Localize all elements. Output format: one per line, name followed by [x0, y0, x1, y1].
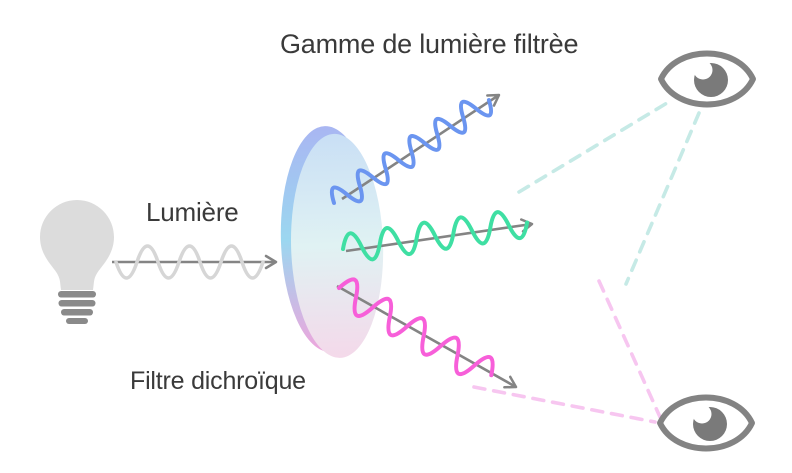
magenta-filtered-arrow: [336, 277, 518, 389]
dichroic-filter-disc: [280, 126, 384, 358]
light-source-label: Lumière: [146, 197, 239, 227]
bulb-base-stripe: [58, 291, 96, 298]
green-arrow-shaft: [345, 218, 534, 253]
eye-icon-top: [661, 54, 753, 105]
bulb-base-stripe: [58, 300, 96, 307]
pink-sightline-lower: [472, 385, 657, 424]
blue-filtered-arrow: [329, 93, 501, 205]
bulb-glass: [40, 200, 114, 290]
figure-title: Gamme de lumière filtrèe: [280, 29, 579, 59]
pink-sightline-upper: [597, 279, 662, 419]
bulb-base-stripe: [66, 318, 88, 324]
green-filtered-arrow: [341, 210, 534, 262]
magenta-wave: [337, 277, 495, 378]
cyan-sightline-lower: [624, 111, 701, 286]
green-wave: [341, 210, 530, 262]
blue-arrow-shaft: [341, 93, 501, 201]
blue-wave: [329, 98, 494, 205]
cyan-sightline-upper: [517, 101, 669, 194]
incident-light-arrow: [112, 244, 278, 280]
filter-label: Filtre dichroïque: [130, 367, 306, 395]
bulb-base-stripe: [61, 309, 93, 316]
incident-light-wave: [114, 244, 265, 280]
light-bulb-icon: [40, 200, 114, 324]
magenta-arrow-shaft: [336, 284, 518, 389]
eye-icon-bottom: [660, 398, 752, 449]
